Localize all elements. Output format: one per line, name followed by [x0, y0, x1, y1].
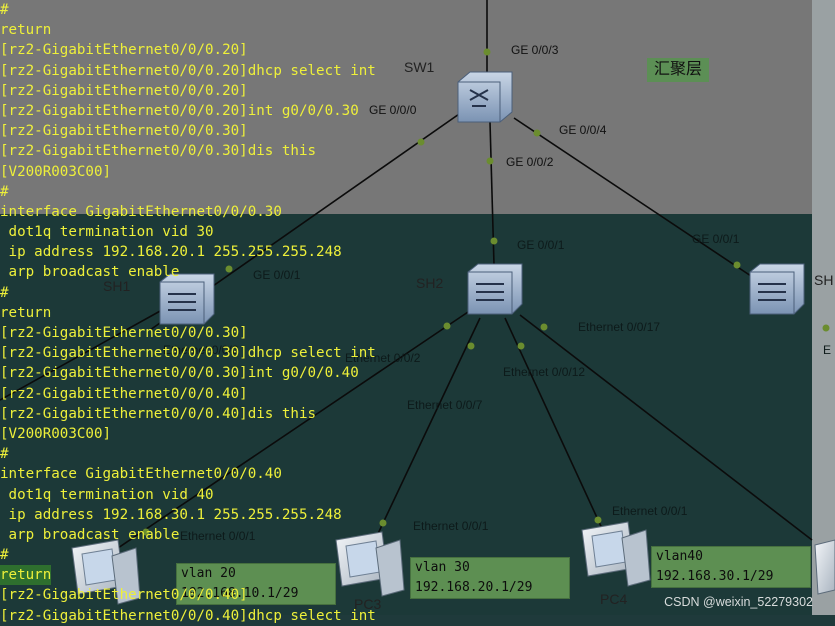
vlan-30-name: vlan 30: [415, 560, 470, 575]
port-dot: [594, 516, 602, 524]
canvas-scroll-edge: [812, 0, 835, 615]
terminal-line: interface GigabitEthernet0/0/0.40: [0, 466, 282, 483]
port-dot: [467, 342, 475, 350]
terminal-line: ip address 192.168.20.1 255.255.255.248: [0, 244, 342, 261]
vlan-20-ip: 192.168.10.1/29: [181, 586, 299, 601]
link-sw1-sh3: [513, 117, 761, 283]
switch-sw1-icon: [457, 71, 513, 123]
port-dot: [142, 528, 150, 536]
device-label-sw1: SW1: [404, 59, 435, 75]
port-label-sh1-down: Ethernet 0/0/2: [163, 343, 239, 357]
port-dot: [733, 261, 741, 269]
port-label-sh2-e2: Ethernet 0/0/2: [345, 351, 421, 365]
terminal-line: [rz2-GigabitEthernet0/0/0.40]: [0, 385, 248, 402]
terminal-line: [rz2-GigabitEthernet0/0/0.20]: [0, 42, 248, 59]
port-label-sw1-down: GE 0/0/2: [506, 155, 554, 169]
terminal-line: #: [0, 2, 9, 18]
aggregation-layer-label: 汇聚层: [647, 58, 709, 82]
vlan-30-box: vlan 30 192.168.20.1/29: [410, 557, 570, 599]
pc-right-partial-icon: [814, 539, 835, 595]
port-label-pc3: Ethernet 0/0/1: [413, 519, 489, 533]
port-dot: [417, 138, 425, 146]
terminal-line: dot1q termination vid 30: [0, 224, 214, 241]
terminal-line: [rz2-GigabitEthernet0/0/0.30]dis this: [0, 143, 317, 160]
link-sh2-pc3: [374, 317, 481, 541]
aggregation-layer-area: [0, 0, 812, 214]
port-label-sh3-side: E: [823, 343, 832, 357]
port-dot: [443, 322, 451, 330]
vlan-20-name: vlan 20: [181, 566, 236, 581]
pc-left-icon: [71, 539, 141, 605]
pc3-icon: [335, 531, 405, 597]
port-label-sh1-up: GE 0/0/1: [253, 268, 301, 282]
terminal-line: [rz2-GigabitEthernet0/0/0.20]: [0, 82, 248, 99]
link-sh1-left: [0, 299, 181, 401]
device-label-sh3: SH: [814, 272, 834, 288]
switch-sh1-icon: [159, 273, 215, 325]
port-dot: [483, 48, 491, 56]
terminal-line: [rz2-GigabitEthernet0/0/0.30]: [0, 325, 248, 341]
device-label-pc4: PC4: [600, 591, 628, 607]
terminal-line: [rz2-GigabitEthernet0/0/0.20]int g0/0/0.…: [0, 102, 359, 119]
port-label-pc4: Ethernet 0/0/1: [612, 504, 688, 518]
vlan-40-ip: 192.168.30.1/29: [656, 569, 774, 584]
vlan-40-box: vlan40 192.168.30.1/29: [651, 546, 811, 588]
port-label-sw1-left: GE 0/0/0: [369, 103, 417, 117]
port-dot: [379, 519, 387, 527]
link-sh2-pcleft: [117, 311, 469, 549]
terminal-line: #: [0, 183, 9, 200]
terminal-line: [rz2-GigabitEthernet0/0/0.20]dhcp select…: [0, 62, 376, 79]
terminal-line: [rz2-GigabitEthernet0/0/0.40]: [0, 587, 248, 604]
vlan-40-name: vlan40: [656, 549, 703, 564]
switch-sh2-icon: [467, 263, 523, 315]
link-sh2-pc4: [504, 317, 606, 536]
switch-sh3-icon: [749, 263, 805, 315]
terminal-line: [V200R003C00]: [0, 425, 112, 442]
terminal-line: [rz2-GigabitEthernet0/0/0.40]dhcp select…: [0, 607, 376, 624]
terminal-line: return: [0, 22, 52, 39]
terminal-line: #: [0, 547, 9, 564]
terminal-line: ip address 192.168.30.1 255.255.255.248: [0, 506, 342, 523]
terminal-line: arp broadcast enable: [0, 526, 180, 543]
vlan-30-ip: 192.168.20.1/29: [415, 580, 533, 595]
port-dot: [533, 129, 541, 137]
terminal-line: return: [0, 304, 52, 321]
device-label-sh1: SH1: [103, 278, 131, 294]
port-dot: [490, 237, 498, 245]
port-label-sh2-up: GE 0/0/1: [517, 238, 565, 252]
port-label-pc-left: Ethernet 0/0/1: [180, 529, 256, 543]
port-dot: [822, 324, 830, 332]
terminal-line: dot1q termination vid 40: [0, 486, 214, 503]
port-label-sw1-up: GE 0/0/3: [511, 43, 559, 57]
pc4-icon: [581, 521, 651, 587]
terminal-line: return: [0, 565, 52, 586]
link-sh2-right: [519, 314, 813, 541]
device-label-pc3: PC3: [354, 596, 382, 612]
port-dot: [486, 157, 494, 165]
port-label-sh2-e12: Ethernet 0/0/12: [503, 365, 586, 379]
terminal-line: [rz2-GigabitEthernet0/0/0.30]int g0/0/0.…: [0, 365, 359, 382]
terminal-line: [rz2-GigabitEthernet0/0/0.30]: [0, 123, 248, 140]
port-dot: [517, 342, 525, 350]
port-dot: [540, 323, 548, 331]
terminal-line: [rz2-GigabitEthernet0/0/0.30]dhcp select…: [0, 345, 376, 362]
terminal-line: #: [0, 284, 9, 301]
terminal-line: [rz2-GigabitEthernet0/0/0.40]dis this: [0, 405, 317, 422]
terminal-line: #: [0, 446, 9, 463]
port-label-sh2-e17: Ethernet 0/0/17: [578, 320, 661, 334]
cli-terminal-output[interactable]: #return[rz2-GigabitEthernet0/0/0.20][rz2…: [0, 0, 470, 626]
device-label-sh2: SH2: [416, 275, 444, 291]
terminal-line: [V200R003C00]: [0, 163, 112, 180]
terminal-line: interface GigabitEthernet0/0/0.30: [0, 203, 282, 220]
port-label-sh3-up: GE 0/0/1: [692, 232, 740, 246]
csdn-watermark: CSDN @weixin_52279302: [664, 595, 813, 609]
terminal-line: arp broadcast enable: [0, 264, 180, 281]
vlan-20-box: vlan 20 192.168.10.1/29: [176, 563, 336, 605]
port-label-sw1-right: GE 0/0/4: [559, 123, 607, 137]
port-label-sh2-e7: Ethernet 0/0/7: [407, 398, 483, 412]
port-dot: [225, 265, 233, 273]
